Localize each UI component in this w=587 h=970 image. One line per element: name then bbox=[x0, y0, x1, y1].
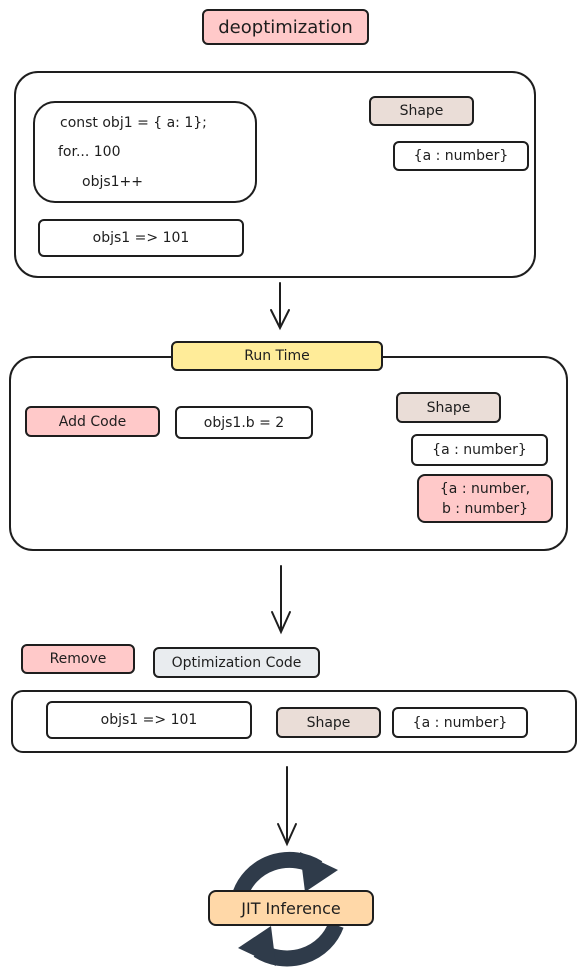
remove-label: Remove bbox=[21, 644, 135, 674]
shape-value-extended: {a : number, b : number} bbox=[417, 474, 553, 523]
shape-value-line: b : number} bbox=[441, 500, 529, 517]
arrow-down-icon bbox=[277, 766, 297, 847]
shape-label: Shape bbox=[369, 96, 474, 126]
code-line: objs1++ bbox=[82, 174, 144, 190]
add-code-label: Add Code bbox=[25, 406, 160, 437]
arrow-down-icon bbox=[271, 565, 291, 635]
shape-value-line: {a : number, bbox=[439, 480, 531, 497]
result-box: objs1 => 101 bbox=[46, 701, 252, 739]
code-line: for... 100 bbox=[58, 144, 121, 160]
result-box: objs1 => 101 bbox=[38, 219, 244, 257]
optimization-code-label: Optimization Code bbox=[153, 647, 320, 678]
shape-label: Shape bbox=[396, 392, 501, 423]
shape-label: Shape bbox=[276, 707, 381, 738]
diagram-title: deoptimization bbox=[202, 9, 369, 45]
added-code: objs1.b = 2 bbox=[175, 406, 313, 439]
refresh-cycle-icon bbox=[232, 851, 344, 967]
arrow-down-icon bbox=[270, 282, 290, 331]
shape-value: {a : number} bbox=[411, 434, 548, 466]
code-block bbox=[33, 101, 257, 203]
runtime-header: Run Time bbox=[171, 341, 383, 371]
shape-value: {a : number} bbox=[392, 707, 528, 738]
jit-inference-label: JIT Inference bbox=[208, 890, 374, 926]
code-line: const obj1 = { a: 1}; bbox=[60, 115, 207, 131]
shape-value: {a : number} bbox=[393, 141, 529, 171]
